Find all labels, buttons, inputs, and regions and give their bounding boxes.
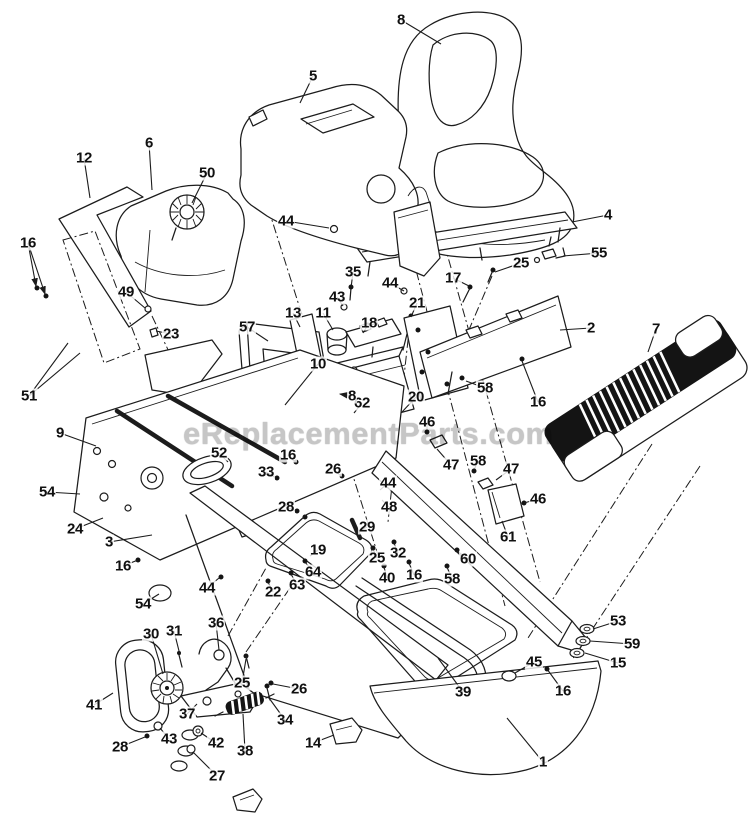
part-label-46: 46 [528, 490, 548, 508]
part-label-60: 60 [458, 550, 478, 568]
part-label-64: 64 [303, 563, 323, 581]
part-label-46: 46 [417, 413, 437, 431]
part-label-21: 21 [407, 294, 427, 312]
part-label-53: 53 [608, 612, 628, 630]
part-label-32: 32 [388, 544, 408, 562]
part-label-26: 26 [289, 680, 309, 698]
part-label-12: 12 [74, 149, 94, 167]
part-label-27: 27 [207, 767, 227, 785]
part-label-18: 18 [359, 314, 379, 332]
part-label-16: 16 [528, 393, 548, 411]
part-label-39: 39 [453, 683, 473, 701]
part-label-50: 50 [197, 164, 217, 182]
part-label-43: 43 [327, 288, 347, 306]
watermark: eReplacementParts.com [183, 416, 554, 451]
part-label-37: 37 [177, 705, 197, 723]
part-label-44: 44 [276, 212, 296, 230]
part-label-19: 19 [308, 541, 328, 559]
part-label-61: 61 [498, 528, 518, 546]
part-label-13: 13 [283, 304, 303, 322]
part-label-42: 42 [206, 734, 226, 752]
part-label-24: 24 [65, 520, 85, 538]
part-label-29: 29 [357, 518, 377, 536]
part-label-59: 59 [622, 635, 642, 653]
part-label-16: 16 [553, 682, 573, 700]
part-label-2: 2 [585, 319, 597, 337]
part-label-54: 54 [37, 483, 57, 501]
part-label-1: 1 [537, 753, 549, 771]
part-label-9: 9 [54, 424, 66, 442]
part-label-16: 16 [404, 566, 424, 584]
part-label-8: 8 [346, 387, 358, 405]
part-label-28: 28 [110, 738, 130, 756]
footrest-ribs [578, 351, 681, 445]
console-drawing [239, 83, 441, 295]
part-label-8: 8 [395, 11, 407, 29]
chassis-drawing [135, 429, 602, 813]
part-label-47: 47 [501, 460, 521, 478]
frame-plate-drawing [73, 349, 405, 561]
part-label-58: 58 [468, 452, 488, 470]
rear-panel-drawing [403, 295, 572, 402]
part-label-31: 31 [164, 622, 184, 640]
part-label-54: 54 [133, 595, 153, 613]
pedal-assembly-drawing [114, 638, 275, 754]
part-label-25: 25 [232, 674, 252, 692]
part-label-43: 43 [159, 730, 179, 748]
part-label-28: 28 [276, 498, 296, 516]
part-label-35: 35 [343, 263, 363, 281]
part-label-48: 48 [379, 498, 399, 516]
part-label-52: 52 [209, 444, 229, 462]
part-label-45: 45 [524, 653, 544, 671]
part-label-44: 44 [197, 579, 217, 597]
part-label-30: 30 [141, 625, 161, 643]
part-label-14: 14 [303, 734, 323, 752]
fuel-cap-ribs [170, 195, 204, 229]
part-label-17: 17 [443, 269, 463, 287]
part-label-26: 26 [323, 460, 343, 478]
part-label-63: 63 [287, 576, 307, 594]
part-label-10: 10 [308, 355, 328, 373]
part-label-58: 58 [475, 379, 495, 397]
part-label-3: 3 [103, 533, 115, 551]
part-label-16: 16 [18, 234, 38, 252]
part-label-34: 34 [275, 711, 295, 729]
part-label-22: 22 [263, 583, 283, 601]
footrest-drawing [544, 314, 748, 482]
pulley-ribs [151, 673, 182, 704]
part-label-25: 25 [367, 549, 387, 567]
part-label-62: 62 [352, 394, 372, 412]
part-label-38: 38 [235, 742, 255, 760]
part-label-15: 15 [608, 654, 628, 672]
part-label-44: 44 [380, 274, 400, 292]
part-label-51: 51 [19, 387, 39, 405]
fuel-tank-drawing [115, 184, 245, 306]
part-label-41: 41 [84, 696, 104, 714]
part-label-40: 40 [377, 569, 397, 587]
part-label-57: 57 [237, 318, 257, 336]
part-label-11: 11 [314, 304, 332, 322]
part-label-6: 6 [143, 134, 155, 152]
part-label-5: 5 [307, 67, 319, 85]
part-label-20: 20 [406, 388, 426, 406]
part-label-55: 55 [589, 244, 609, 262]
part-label-16: 16 [113, 557, 133, 575]
part-label-47: 47 [441, 456, 461, 474]
part-label-16: 16 [278, 446, 298, 464]
part-label-7: 7 [650, 320, 662, 338]
part-label-4: 4 [602, 206, 614, 224]
part-label-36: 36 [206, 614, 226, 632]
part-label-58: 58 [442, 570, 462, 588]
part-label-49: 49 [116, 283, 136, 301]
part-label-25: 25 [511, 254, 531, 272]
part-label-44: 44 [378, 474, 398, 492]
part-label-23: 23 [161, 325, 181, 343]
part-label-33: 33 [256, 463, 276, 481]
